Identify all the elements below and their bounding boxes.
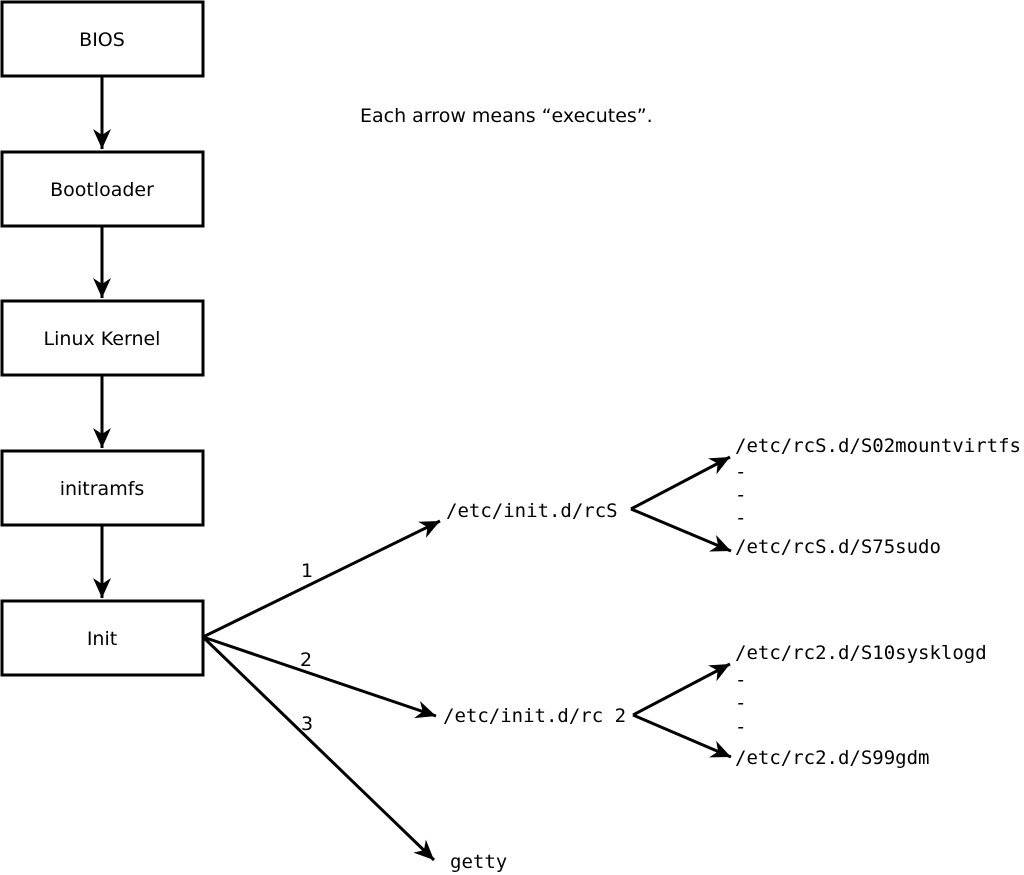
arrow-init-to-rc2: [202, 635, 437, 719]
rc2-ellipsis-dash: -: [735, 716, 746, 738]
arrow-init-to-rcs: [202, 519, 441, 639]
bios-box: [0, 0, 205, 78]
bootloader-box: [0, 150, 205, 228]
init-label: Init: [87, 628, 117, 650]
arrow-init-to-getty: [201, 635, 436, 862]
rc2-child-first-label: /etc/rc2.d/S10sysklogd: [735, 642, 987, 664]
initramfs-label: initramfs: [60, 478, 145, 500]
rc2-children-list: /etc/rc2.d/S10sysklogd - - - /etc/rc2.d/…: [735, 642, 987, 769]
rcs-child-last-label: /etc/rcS.d/S75sudo: [735, 536, 941, 558]
arrow-rc2-to-first-child: [632, 662, 731, 717]
node-initramfs: initramfs: [0, 449, 205, 527]
branch-label-1: 1: [301, 560, 313, 582]
node-bios: BIOS: [0, 0, 205, 78]
rc2-child-last-label: /etc/rc2.d/S99gdm: [735, 747, 929, 769]
rc2-script-label: /etc/init.d/rc 2: [443, 705, 626, 727]
bootloader-label: Bootloader: [50, 179, 154, 201]
node-linux-kernel: Linux Kernel: [0, 299, 205, 377]
arrow-rc2-to-last-child: [632, 713, 732, 759]
getty-label: getty: [450, 851, 507, 873]
rc2-ellipsis-dash: -: [735, 669, 746, 691]
rcs-ellipsis-dash: -: [735, 484, 746, 506]
rcs-script-label: /etc/init.d/rcS: [446, 500, 618, 522]
arrow-rcs-to-first-child: [630, 455, 731, 511]
rcs-ellipsis-dash: -: [735, 507, 746, 529]
rcs-children-list: /etc/rcS.d/S02mountvirtfs - - - /etc/rcS…: [735, 435, 1021, 558]
arrow-rcs-to-last-child: [630, 507, 732, 553]
rc2-ellipsis-dash: -: [735, 692, 746, 714]
linux-kernel-label: Linux Kernel: [44, 328, 161, 350]
rcs-ellipsis-dash: -: [735, 461, 746, 483]
branch-label-2: 2: [300, 649, 312, 671]
node-init: Init: [0, 599, 205, 677]
node-bootloader: Bootloader: [0, 150, 205, 228]
rcs-child-first-label: /etc/rcS.d/S02mountvirtfs: [735, 435, 1021, 457]
branch-label-3: 3: [301, 713, 313, 735]
diagram-caption: Each arrow means “executes”.: [360, 105, 653, 127]
bios-label: BIOS: [79, 29, 125, 51]
linux-kernel-box: [0, 299, 205, 377]
